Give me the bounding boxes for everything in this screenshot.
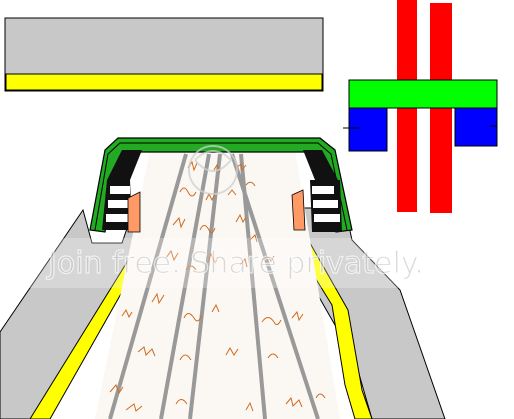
traffic-light-icon xyxy=(291,150,342,232)
barrier-signal-icon xyxy=(343,0,498,213)
track-bed xyxy=(95,150,340,419)
top-panel xyxy=(4,17,324,92)
watermark-text: Join free. Share privately. xyxy=(46,246,424,281)
watermark: Join free. Share privately. xyxy=(0,145,514,288)
traffic-light-icon xyxy=(102,150,142,233)
watermark-logo-icon xyxy=(188,145,238,195)
